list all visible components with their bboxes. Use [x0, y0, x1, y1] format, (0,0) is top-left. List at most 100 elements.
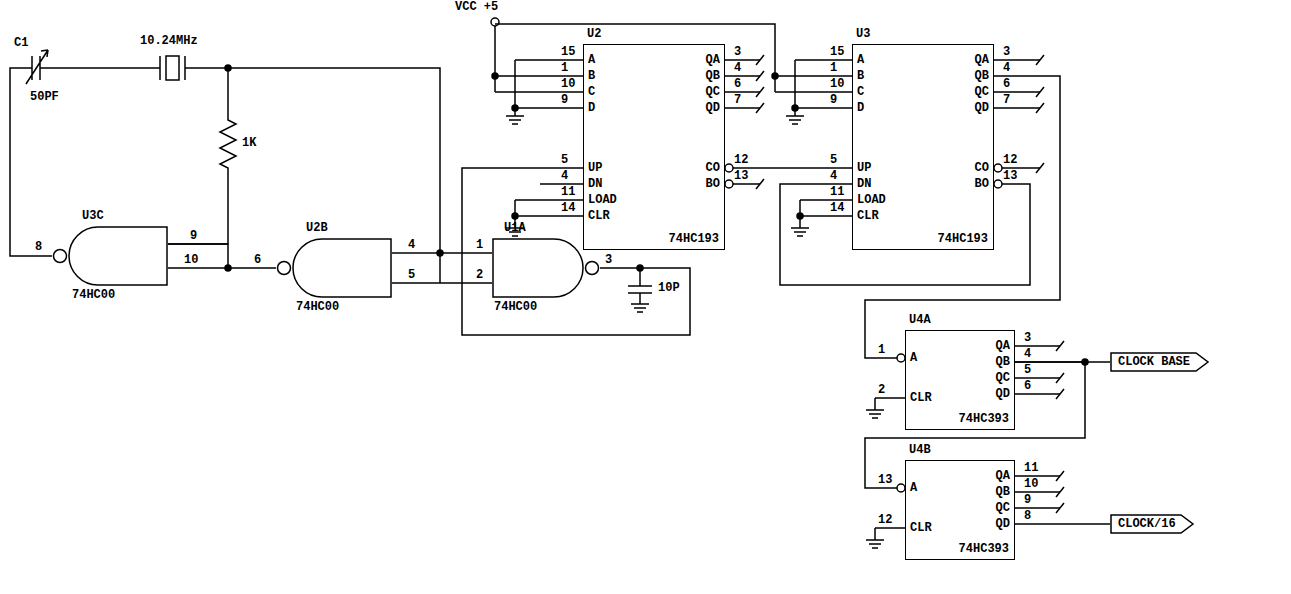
pin-number: 5 — [830, 153, 837, 167]
junction-dot — [792, 105, 798, 111]
pin-label: QD — [996, 387, 1010, 401]
pin-number: 13 — [878, 473, 892, 487]
part-designator: U4A — [909, 313, 931, 327]
gate-body — [293, 239, 391, 297]
pin-number: 8 — [1024, 509, 1031, 523]
ground-symbol — [866, 410, 884, 418]
part-designator: U1A — [504, 221, 526, 235]
pin-label: A — [910, 481, 917, 495]
pin-number: 14 — [830, 201, 844, 215]
signal-port: CLOCK/16 — [1110, 514, 1194, 534]
no-connect-mark — [756, 55, 764, 65]
pin-number: 4 — [1024, 347, 1031, 361]
ground-symbol — [506, 116, 524, 124]
pin-number: 5 — [561, 153, 568, 167]
inverting-bubble — [897, 484, 905, 492]
pin-label: CLR — [588, 209, 610, 223]
pin-label: QA — [975, 53, 989, 67]
pin-label: VCC +5 — [455, 0, 498, 14]
pin-label: QC — [975, 85, 989, 99]
pin-number: 14 — [561, 201, 575, 215]
signal-port: CLOCK BASE — [1110, 352, 1208, 372]
pin-number: 7 — [1003, 93, 1010, 107]
pin-number: 13 — [734, 169, 748, 183]
part-number: 74HC00 — [296, 300, 339, 314]
pin-number: 12 — [734, 153, 748, 167]
pin-number: 5 — [1024, 363, 1031, 377]
no-connect-mark — [1056, 341, 1064, 351]
no-connect-mark — [1056, 487, 1064, 497]
pin-number: 5 — [408, 268, 415, 282]
pin-label: LOAD — [588, 193, 617, 207]
ground-symbol — [631, 304, 649, 312]
gate-body — [69, 227, 167, 285]
pin-label: CLR — [857, 209, 879, 223]
pin-label: A — [910, 351, 917, 365]
pin-label: CLR — [910, 521, 932, 535]
ground-symbol — [866, 540, 884, 548]
inverting-bubble — [278, 262, 291, 275]
part-designator: U3 — [856, 27, 870, 41]
pin-number: 12 — [1003, 153, 1017, 167]
pin-number: 6 — [1024, 379, 1031, 393]
part-number: 74HC193 — [669, 232, 719, 246]
pin-number: 15 — [830, 45, 844, 59]
part-number: 74HC00 — [72, 288, 115, 302]
inverting-bubble — [897, 354, 905, 362]
part-designator: U2 — [587, 27, 601, 41]
inverting-bubble — [586, 262, 599, 275]
pin-number: 9 — [190, 229, 197, 243]
pin-label: DN — [588, 177, 602, 191]
no-connect-mark — [756, 103, 764, 113]
port-arrow — [1111, 353, 1208, 371]
no-connect-mark — [756, 179, 764, 189]
pin-number: 7 — [734, 93, 741, 107]
pin-label: QC — [996, 501, 1010, 515]
pin-label: B — [857, 69, 864, 83]
pin-label: UP — [857, 161, 871, 175]
no-connect-mark — [1036, 103, 1044, 113]
pin-number: 15 — [561, 45, 575, 59]
part-designator: CLOCK BASE — [1118, 355, 1190, 369]
pin-label: C1 — [14, 36, 28, 50]
pin-number: 2 — [878, 383, 885, 397]
pin-number: 1 — [878, 343, 885, 357]
pin-number: 10 — [1024, 477, 1038, 491]
pin-label: UP — [588, 161, 602, 175]
no-connect-mark — [756, 71, 764, 81]
no-connect-mark — [756, 87, 764, 97]
inverting-bubble — [725, 164, 733, 172]
pin-number: 11 — [1024, 461, 1038, 475]
pin-number: 3 — [605, 253, 612, 267]
no-connect-mark — [1056, 471, 1064, 481]
pin-number: 6 — [254, 253, 261, 267]
pin-number: 1 — [561, 61, 568, 75]
pin-number: 10 — [830, 77, 844, 91]
pin-number: 9 — [830, 93, 837, 107]
pin-label: QB — [975, 69, 989, 83]
part-designator: CLOCK/16 — [1118, 517, 1176, 531]
junction-dot — [225, 65, 231, 71]
crystal-symbol — [160, 56, 185, 80]
pin-label: BO — [706, 177, 720, 191]
pin-label: 10P — [658, 281, 680, 295]
pin-number: 1 — [476, 238, 483, 252]
junction-dot — [772, 73, 778, 79]
ground-symbol — [786, 116, 804, 124]
pin-label: QA — [706, 53, 720, 67]
inverting-bubble — [54, 250, 67, 263]
pin-label: CO — [706, 161, 720, 175]
pin-number: 11 — [830, 185, 844, 199]
gate-outline — [492, 238, 600, 298]
pin-label: LOAD — [857, 193, 886, 207]
pin-label: 1K — [242, 136, 256, 150]
pin-number: 4 — [408, 238, 415, 252]
pin-label: A — [857, 53, 864, 67]
pin-number: 4 — [734, 61, 741, 75]
inverting-bubble — [725, 180, 733, 188]
pin-label: QC — [706, 85, 720, 99]
pin-number: 11 — [561, 185, 575, 199]
pin-label: A — [588, 53, 595, 67]
pin-number: 9 — [1024, 493, 1031, 507]
